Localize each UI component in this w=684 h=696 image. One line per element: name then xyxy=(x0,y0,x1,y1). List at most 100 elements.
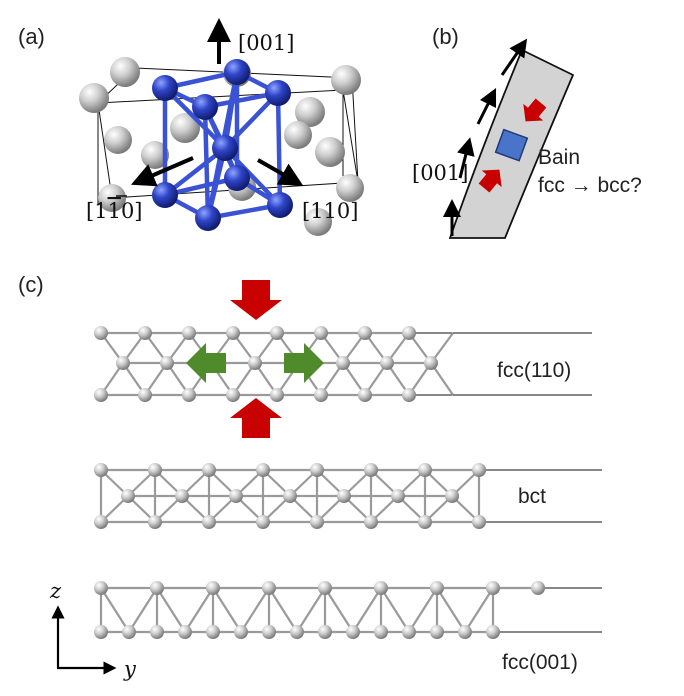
bond xyxy=(212,587,242,633)
fcc-bcc-label: fcc → bcc? xyxy=(538,174,642,197)
atom xyxy=(374,625,388,639)
atom xyxy=(226,388,240,402)
atom xyxy=(224,165,250,191)
atom xyxy=(472,515,486,529)
atom xyxy=(310,463,324,477)
arrow-up-icon xyxy=(476,87,497,125)
atom xyxy=(358,388,372,402)
panel-a: (a) xyxy=(18,18,364,236)
atom xyxy=(98,184,126,212)
atom xyxy=(94,326,108,340)
panel-c: (c) fcc(110) bct fcc(001) xyxy=(18,272,602,681)
atom xyxy=(295,97,325,127)
atom xyxy=(262,581,276,595)
atom xyxy=(195,205,221,231)
label-dir-001-b: [001] xyxy=(412,161,468,185)
atom xyxy=(122,625,136,639)
compress-up-arrow-icon xyxy=(230,398,282,438)
bond xyxy=(184,587,214,633)
atom xyxy=(310,515,324,529)
atom xyxy=(94,515,108,529)
atom xyxy=(424,356,438,370)
atom xyxy=(116,356,130,370)
panel-b: (b) Bain fcc → bcc? [001] xyxy=(412,24,642,239)
atom xyxy=(182,326,196,340)
atom xyxy=(224,59,250,85)
direction-arrows xyxy=(130,18,304,187)
atom xyxy=(380,356,394,370)
atom xyxy=(331,65,361,95)
atom xyxy=(472,463,486,477)
atom xyxy=(192,94,218,120)
axis-z-label: z xyxy=(49,579,62,603)
slab-fcc001: fcc(001) xyxy=(94,581,602,674)
atom xyxy=(206,581,220,595)
atom xyxy=(248,356,262,370)
arrow-up-icon xyxy=(500,38,528,76)
fcc001-lattice xyxy=(94,581,545,639)
slab-fcc110: fcc(110) xyxy=(94,326,592,402)
atom xyxy=(94,463,108,477)
atom xyxy=(94,388,108,402)
atom xyxy=(364,515,378,529)
compress-arrow-icon xyxy=(523,98,547,122)
expand-left-arrow-icon xyxy=(186,343,226,383)
bond xyxy=(352,587,382,633)
arrow-110-icon xyxy=(257,158,304,186)
atom xyxy=(234,625,248,639)
axes-indicator xyxy=(51,605,117,675)
atom xyxy=(314,388,328,402)
label-dir-1-10: [110] xyxy=(86,199,143,223)
atom xyxy=(226,326,240,340)
atom xyxy=(121,489,135,503)
bond xyxy=(464,587,494,633)
atom xyxy=(458,625,472,639)
atom xyxy=(445,489,459,503)
atom xyxy=(374,581,388,595)
atom xyxy=(202,515,216,529)
atom xyxy=(229,489,243,503)
atom xyxy=(212,135,238,161)
bond xyxy=(156,587,186,633)
atom xyxy=(284,121,312,149)
panel-c-label: (c) xyxy=(18,272,44,297)
atom xyxy=(337,489,351,503)
atom xyxy=(170,113,200,143)
bond xyxy=(380,587,410,633)
atom xyxy=(104,126,132,154)
compress-down-arrow-icon xyxy=(230,280,282,320)
bain-cell-box xyxy=(494,128,529,162)
bct-lattice xyxy=(94,463,486,529)
bond xyxy=(240,587,270,633)
label-fcc110: fcc(110) xyxy=(497,359,571,382)
atom xyxy=(486,581,500,595)
arrow-up-icon xyxy=(457,137,475,179)
atom xyxy=(160,356,174,370)
label-dir-110: [110] xyxy=(302,199,358,223)
bond xyxy=(324,587,354,633)
atom xyxy=(336,356,350,370)
wire-direction-arrows xyxy=(443,38,528,236)
label-dir-001: [001] xyxy=(238,31,294,55)
bond xyxy=(268,587,298,633)
atom xyxy=(267,192,293,218)
atom xyxy=(391,489,405,503)
atom xyxy=(178,625,192,639)
atom xyxy=(152,75,178,101)
panel-b-label: (b) xyxy=(432,24,459,49)
bond xyxy=(128,587,158,633)
atom xyxy=(256,515,270,529)
atom xyxy=(256,463,270,477)
compress-arrow-icon xyxy=(478,169,502,193)
atom xyxy=(304,208,332,236)
atom xyxy=(346,625,360,639)
atom xyxy=(175,489,189,503)
fcc110-lattice xyxy=(94,326,454,402)
atom xyxy=(148,463,162,477)
atom xyxy=(152,182,178,208)
atom xyxy=(148,515,162,529)
atom xyxy=(265,80,291,106)
atom xyxy=(206,625,220,639)
atom xyxy=(283,489,297,503)
